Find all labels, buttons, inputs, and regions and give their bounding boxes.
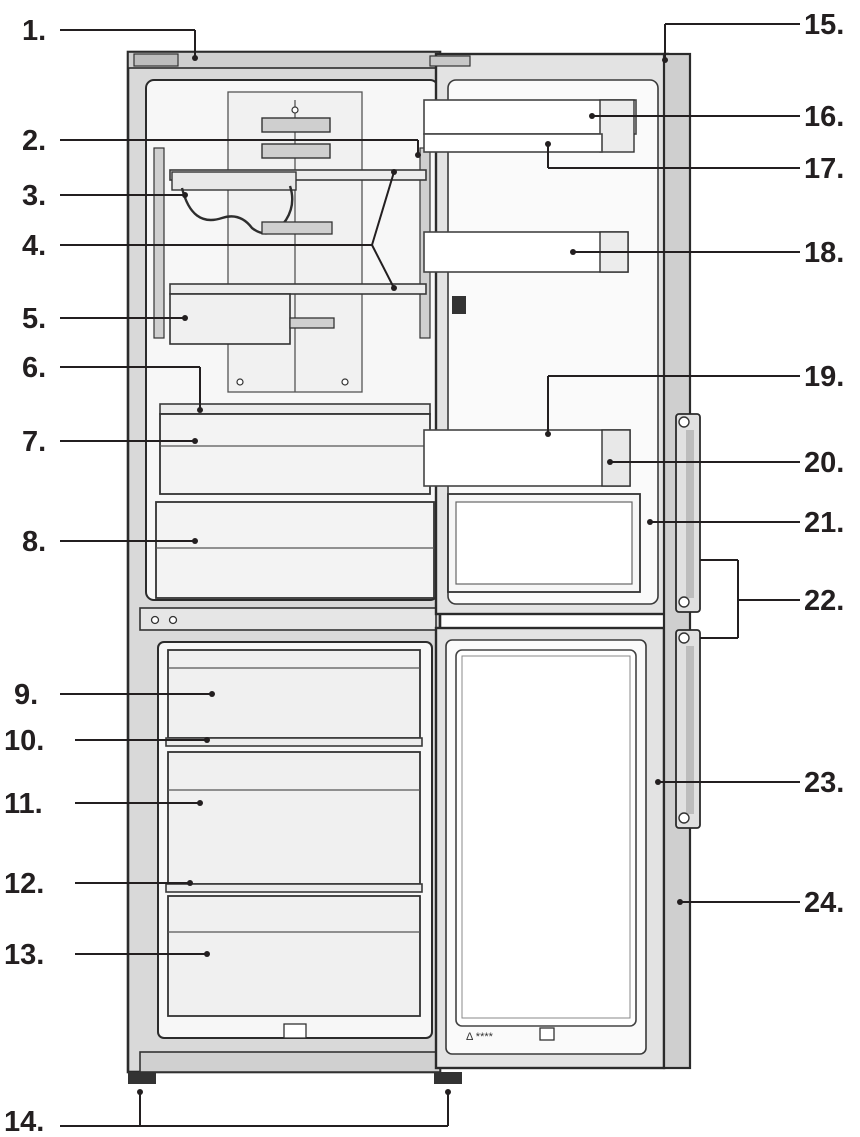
label-18: 18. — [804, 237, 844, 269]
door-handles — [675, 413, 701, 829]
label-22: 22. — [804, 585, 844, 617]
label-17: 17. — [804, 153, 844, 185]
fridge-door — [423, 52, 670, 616]
label-6: 6. — [22, 352, 46, 384]
label-9: 9. — [14, 679, 38, 711]
label-1: 1. — [22, 15, 46, 47]
label-7: 7. — [22, 426, 46, 458]
label-14: 14. — [4, 1106, 44, 1137]
label-2: 2. — [22, 125, 46, 157]
label-10: 10. — [4, 725, 44, 757]
label-12: 12. — [4, 868, 44, 900]
label-19: 19. — [804, 361, 844, 393]
label-21: 21. — [804, 507, 844, 539]
cabinet — [126, 50, 462, 1084]
label-11: 11. — [4, 788, 43, 820]
freezer-door: Δ **** — [434, 626, 666, 1070]
label-20: 20. — [804, 447, 844, 479]
callout-labels: 1. 2. 3. 4. 5. 6. 7. 8. 9. 10. 11. 12. 1… — [4, 9, 844, 1137]
label-4: 4. — [22, 230, 46, 262]
label-24: 24. — [804, 887, 844, 919]
leader-lines — [60, 23, 800, 1127]
label-15: 15. — [804, 9, 844, 41]
label-23: 23. — [804, 767, 844, 799]
label-16: 16. — [804, 101, 844, 133]
label-8: 8. — [22, 526, 46, 558]
label-5: 5. — [22, 303, 46, 335]
door-badge: Δ **** — [466, 1031, 494, 1043]
label-3: 3. — [22, 180, 46, 212]
label-13: 13. — [4, 939, 44, 971]
